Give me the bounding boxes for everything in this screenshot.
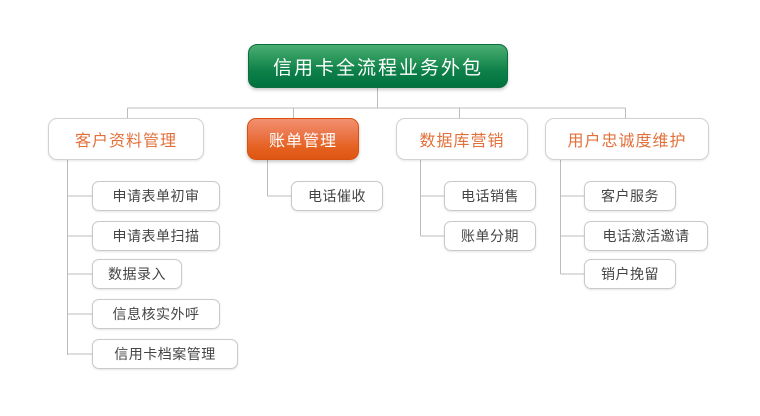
leaf-node-2-1[interactable]: 电话催收 [291,181,383,211]
category-node-4-label: 用户忠诚度维护 [567,133,687,150]
leaf-node-1-5-label: 信用卡档案管理 [114,348,216,363]
leaf-node-4-2-label: 电话激活邀请 [602,230,690,245]
leaf-node-4-3[interactable]: 销户挽留 [584,259,676,289]
leaf-node-4-2[interactable]: 电话激活邀请 [584,221,708,251]
leaf-node-1-5[interactable]: 信用卡档案管理 [92,339,238,369]
leaf-node-4-1-label: 客户服务 [601,190,659,205]
leaf-node-4-1[interactable]: 客户服务 [584,181,676,211]
leaf-node-3-2[interactable]: 账单分期 [444,221,536,251]
leaf-node-2-1-label: 电话催收 [308,190,366,205]
leaf-node-1-3[interactable]: 数据录入 [92,259,182,289]
category-node-3[interactable]: 数据库营销 [396,118,528,160]
root-node[interactable]: 信用卡全流程业务外包 [248,44,508,88]
leaf-node-1-3-label: 数据录入 [108,268,166,283]
leaf-node-3-1-label: 电话销售 [461,190,519,205]
category-node-3-label: 数据库营销 [419,133,505,150]
leaf-node-1-1-label: 申请表单初审 [112,190,200,205]
leaf-node-3-2-label: 账单分期 [461,230,519,245]
leaf-node-3-1[interactable]: 电话销售 [444,181,536,211]
leaf-node-1-4[interactable]: 信息核实外呼 [92,299,220,329]
category-node-2[interactable]: 账单管理 [247,118,359,160]
leaf-node-4-3-label: 销户挽留 [601,268,659,283]
root-node-label: 信用卡全流程业务外包 [272,57,483,79]
leaf-node-1-4-label: 信息核实外呼 [112,308,200,323]
category-node-1[interactable]: 客户资料管理 [48,118,204,160]
leaf-node-1-1[interactable]: 申请表单初审 [92,181,220,211]
category-node-2-label: 账单管理 [268,133,337,150]
leaf-node-1-2[interactable]: 申请表单扫描 [92,221,220,251]
category-node-4[interactable]: 用户忠诚度维护 [545,118,709,160]
leaf-node-1-2-label: 申请表单扫描 [112,230,200,245]
category-node-1-label: 客户资料管理 [74,133,177,150]
